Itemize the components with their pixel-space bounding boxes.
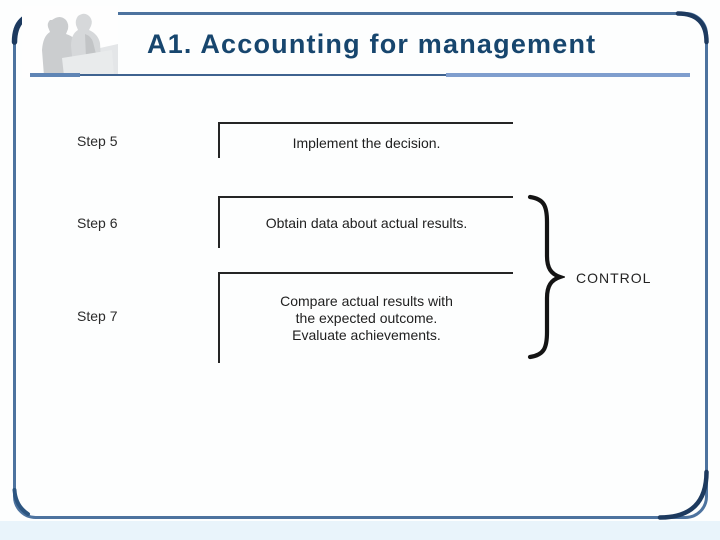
- step-7-box: Compare actual results with the expected…: [218, 272, 513, 363]
- right-curly-brace-icon: [527, 194, 565, 360]
- title-divider-middle-segment: [80, 74, 446, 76]
- title-divider-right-segment: [446, 73, 690, 77]
- step-6-box: Obtain data about actual results.: [218, 196, 513, 248]
- step-7-box-text-line-1: Compare actual results with: [280, 293, 453, 309]
- step-5-box-text: Implement the decision.: [292, 135, 441, 151]
- step-5-label: Step 5: [77, 133, 118, 149]
- slide-title: A1. Accounting for management: [147, 29, 597, 59]
- step-6-box-text: Obtain data about actual results.: [265, 215, 468, 231]
- control-label: CONTROL: [576, 270, 652, 286]
- step-7-box-text-line-2: the expected outcome.: [295, 310, 438, 326]
- step-7-box-text-line-3: Evaluate achievements.: [292, 327, 441, 343]
- title-divider-left-segment: [30, 73, 80, 77]
- step-7-label: Step 7: [77, 308, 118, 324]
- two-people-silhouette-icon: [22, 6, 118, 78]
- step-5-box: Implement the decision.: [218, 122, 513, 158]
- step-6-label: Step 6: [77, 215, 118, 231]
- bottom-tint-strip: [0, 521, 720, 540]
